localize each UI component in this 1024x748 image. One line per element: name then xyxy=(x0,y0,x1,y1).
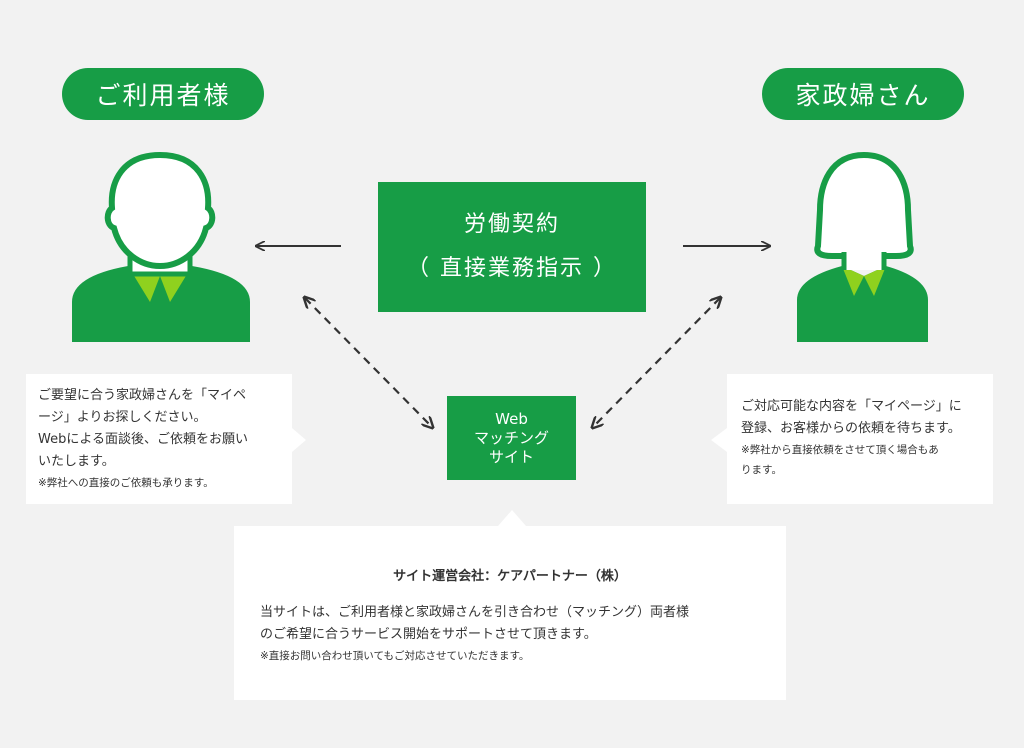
housekeeper-role-label: 家政婦さん xyxy=(795,81,931,110)
user-info-note: ※弊社への直接のご依頼も承ります。 xyxy=(38,477,214,489)
user-info-line-4: いたします。 xyxy=(38,454,115,469)
user-role-label: ご利用者様 xyxy=(95,81,231,110)
housekeeper-info-line-1: ご対応可能な内容を「マイページ」に xyxy=(741,399,962,414)
web-label: Web xyxy=(495,409,528,428)
operator-info-line-1: 当サイトは、ご利用者様と家政婦さんを引き合わせ（マッチング）両者様 xyxy=(260,605,690,620)
operator-info-line-2: のご希望に合うサービス開始をサポートさせて頂きます。 xyxy=(260,627,597,642)
right-bubble-tail xyxy=(711,428,727,452)
left-bubble-tail xyxy=(292,428,306,452)
user-info-line-1: ご要望に合う家政婦さんを「マイペ xyxy=(38,388,247,403)
user-info-bubble: ご要望に合う家政婦さんを「マイペ ージ」よりお探しください。 Webによる面談後… xyxy=(26,374,292,504)
housekeeper-info-note-2: ります。 xyxy=(741,464,782,476)
user-role-badge: ご利用者様 xyxy=(62,68,264,120)
dashed-arrow-housekeeper-web xyxy=(593,298,720,427)
housekeeper-info-line-2: 登録、お客様からの依頼を待ちます。 xyxy=(741,421,961,436)
operator-info-bubble: サイト運営会社：ケアパートナー（株） 当サイトは、ご利用者様と家政婦さんを引き合… xyxy=(234,526,786,700)
housekeeper-info-note-1: ※弊社から直接依頼をさせて頂く場合もあ xyxy=(741,444,939,456)
web-matching-site-box: Web マッチング サイト xyxy=(447,396,576,480)
user-info-line-3: Webによる面談後、ご依頼をお願い xyxy=(38,432,248,447)
dashed-arrow-user-web xyxy=(305,298,432,427)
operator-info-note: ※直接お問い合わせ頂いてもご対応させていただきます。 xyxy=(260,650,530,662)
contract-title: 労働契約 xyxy=(463,212,560,237)
matching-label: マッチング xyxy=(473,428,549,447)
center-bubble-tail xyxy=(498,510,526,526)
housekeeper-info-bubble: ご対応可能な内容を「マイページ」に 登録、お客様からの依頼を待ちます。 ※弊社か… xyxy=(727,374,993,504)
contract-subtitle: （ 直接業務指示 ） xyxy=(407,256,617,281)
housekeeper-role-badge: 家政婦さん xyxy=(762,68,964,120)
user-info-line-2: ージ」よりお探しください。 xyxy=(38,410,207,425)
user-person-icon xyxy=(72,151,250,342)
site-label: サイト xyxy=(488,447,534,466)
housekeeper-person-icon xyxy=(797,151,928,342)
operator-title: サイト運営会社：ケアパートナー（株） xyxy=(393,569,627,584)
labor-contract-box: 労働契約 （ 直接業務指示 ） xyxy=(378,182,646,312)
